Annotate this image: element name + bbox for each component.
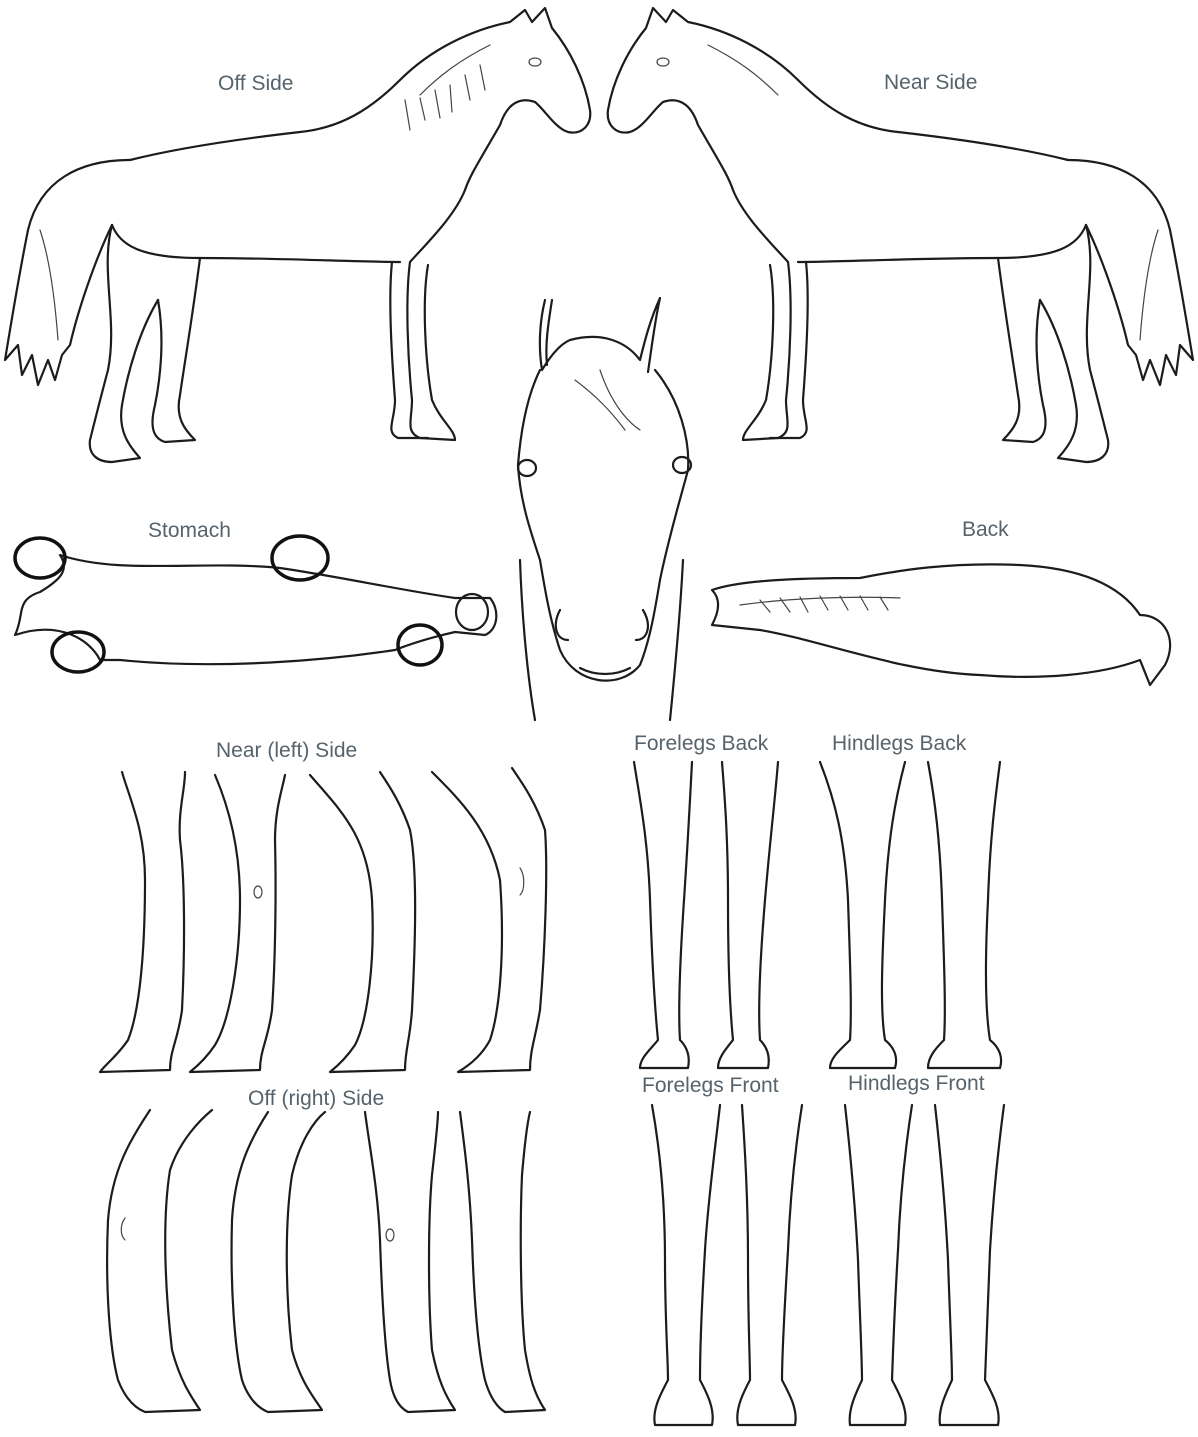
- back-figure: [712, 564, 1170, 685]
- forelegs-back-figure: [634, 762, 778, 1068]
- label-stomach: Stomach: [148, 520, 231, 541]
- off-side-horse-figure: [5, 8, 590, 462]
- label-hindlegs-back: Hindlegs Back: [832, 733, 966, 754]
- label-hindlegs-front: Hindlegs Front: [848, 1073, 985, 1094]
- label-near-left-side: Near (left) Side: [216, 740, 357, 761]
- stomach-figure: [15, 536, 496, 672]
- forelegs-front-figure: [652, 1105, 802, 1425]
- label-off-right-side: Off (right) Side: [248, 1088, 384, 1109]
- hindlegs-back-figure: [820, 762, 1001, 1068]
- label-near-side: Near Side: [884, 72, 977, 93]
- label-off-side: Off Side: [218, 73, 294, 94]
- label-forelegs-front: Forelegs Front: [642, 1075, 779, 1096]
- near-left-side-legs-figure: [100, 768, 546, 1072]
- label-back: Back: [962, 519, 1009, 540]
- face-front-figure: [518, 298, 691, 720]
- off-right-side-legs-figure: [107, 1110, 545, 1412]
- label-forelegs-back: Forelegs Back: [634, 733, 768, 754]
- hindlegs-front-figure: [845, 1105, 1004, 1425]
